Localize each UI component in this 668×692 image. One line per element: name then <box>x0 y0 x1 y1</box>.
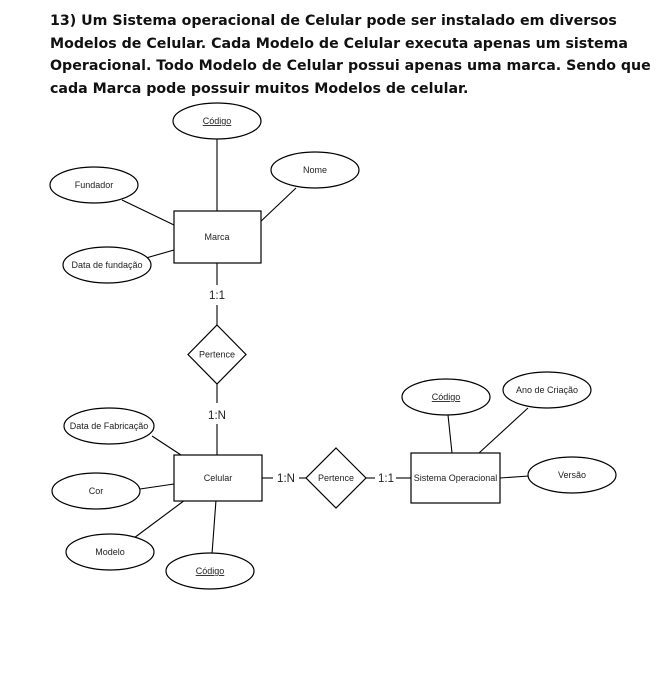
edge-marca-nome <box>257 187 297 225</box>
relationship-pertence-label: Pertence <box>199 350 235 360</box>
edge-celular-cor <box>139 483 175 490</box>
edge-marca-fundador <box>121 199 175 226</box>
attribute-so-ano-criacao-label: Ano de Criação <box>516 385 578 395</box>
attribute-marca-fundador: Fundador <box>49 166 139 204</box>
cardinality-celular-so: 1:N <box>277 473 295 485</box>
attribute-so-codigo: Código <box>401 378 491 416</box>
edge-celular-codigo <box>211 499 217 555</box>
question-line: 13) Um Sistema operacional de Celular po… <box>50 13 617 29</box>
entity-marca: Marca <box>173 210 262 264</box>
entity-sistema-operacional-label: Sistema Operacional <box>414 473 498 483</box>
attribute-marca-data-fundacao-label: Data de fundação <box>71 260 142 270</box>
question-line: Modelos de Celular. Cada Modelo de Celul… <box>50 35 628 52</box>
question-line: Operacional. Todo Modelo de Celular poss… <box>50 58 651 75</box>
relationship-pertence-label: Pertence <box>318 473 354 483</box>
attribute-marca-nome: Nome <box>270 151 360 189</box>
question-line: cada Marca pode possuir muitos Modelos d… <box>50 80 469 97</box>
cardinality-marca: 1:1 <box>209 290 225 302</box>
attribute-celular-modelo-label: Modelo <box>95 547 125 557</box>
attribute-so-ano-criacao: Ano de Criação <box>502 371 592 409</box>
relationship-pertence-celular-so: Pertence <box>305 447 367 509</box>
edge-marca-datafundacao <box>145 249 175 259</box>
attribute-so-versao-label: Versão <box>558 470 586 480</box>
attribute-so-codigo-label: Código <box>432 392 461 402</box>
attribute-celular-cor-label: Cor <box>89 486 104 496</box>
attribute-marca-data-fundacao: Data de fundação <box>62 246 152 284</box>
question-text: 13) Um Sistema operacional de Celular po… <box>50 10 651 100</box>
attribute-marca-nome-label: Nome <box>303 165 327 175</box>
attribute-celular-cor: Cor <box>51 472 141 510</box>
edge-celular-datafab <box>151 435 182 456</box>
attribute-marca-codigo: Código <box>172 102 262 140</box>
edge-so-versao <box>499 475 530 479</box>
entity-celular: Celular <box>173 454 263 502</box>
cardinality-celular-marca: 1:N <box>208 410 226 422</box>
diagram-edges <box>121 138 530 555</box>
entity-marca-label: Marca <box>204 232 229 242</box>
attribute-marca-codigo-label: Código <box>203 116 232 126</box>
attribute-celular-codigo-label: Código <box>196 566 225 576</box>
attribute-celular-modelo: Modelo <box>65 533 155 571</box>
edge-so-codigo <box>447 414 453 454</box>
entity-sistema-operacional: Sistema Operacional <box>410 452 501 504</box>
attribute-so-versao: Versão <box>527 456 617 494</box>
attribute-celular-codigo: Código <box>165 552 255 590</box>
edge-so-anocriacao <box>478 407 529 454</box>
attribute-celular-data-fabricacao-label: Data de Fabricação <box>70 421 149 431</box>
relationship-pertence-marca-celular: Pertence <box>187 324 247 385</box>
entity-celular-label: Celular <box>204 473 233 483</box>
cardinality-so: 1:1 <box>378 473 394 485</box>
attribute-celular-data-fabricacao: Data de Fabricação <box>63 407 155 445</box>
edge-celular-modelo <box>133 499 186 539</box>
attribute-marca-fundador-label: Fundador <box>75 180 114 190</box>
